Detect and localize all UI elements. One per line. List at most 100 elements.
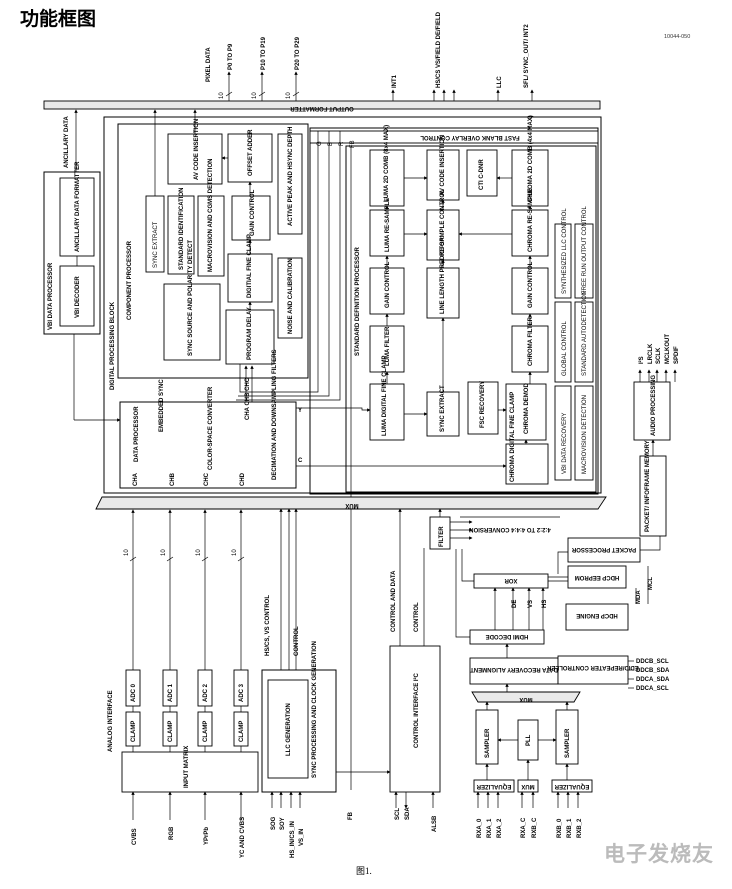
input-yc-cvbs: YC AND CVBS [240, 817, 246, 858]
sdp-luma-comb: LUMA 2D COMB (8x4 MAX) [384, 125, 390, 202]
sampler-a: SAMPLER [485, 728, 491, 758]
equalizer-a: EQUALIZER [476, 783, 511, 789]
ddcb-scl: DDCB_SCL [636, 659, 669, 665]
audio-processing: AUDIO PROCESSING [651, 375, 657, 436]
hdmi-hs: HS [542, 600, 548, 608]
sdp-line-length: LINE LENGTH PREDICTOR [440, 236, 446, 314]
llc-generation: LLC GENERATION [286, 703, 292, 756]
adc2: ADC 2 [203, 683, 209, 702]
sdp-luma-filter: LUMA FILTER [385, 326, 391, 366]
component-processor: COMPONENT PROCESSOR SYNC EXTRACT AV CODE… [117, 109, 309, 379]
rx-pin: RXA_2 [497, 818, 503, 838]
sfl-sync-label: SFL/ SYNC_OUT/ INT2 [524, 24, 530, 88]
sdp-chroma-demod: CHROMA DEMOD [524, 383, 530, 434]
sampler-b: SAMPLER [565, 728, 571, 758]
sdp-chroma-clamp: CHROMA DIGITAL FINE CLAMP [510, 392, 516, 482]
sdp-cti: CTI C-DNR [479, 159, 485, 190]
control-label: CONTROL [294, 626, 300, 656]
sync-clock-block: SYNC PROCESSING AND CLOCK GENERATION LLC… [261, 508, 391, 858]
cp-macrovision: MACROVISION AND CGMS DETECTION [208, 159, 214, 272]
audio-pin-i2s: I²S [638, 356, 645, 364]
rx-pin: RXA_1 [487, 818, 493, 838]
ancillary-formatter: ANCILLARY DATA FORMATTER [75, 161, 81, 252]
sdp-macro-det: MACROVISION DETECTION [582, 395, 588, 474]
clamp1: CLAMP [168, 721, 174, 742]
hdmi-eeprom: HDCP EEPROM [575, 574, 620, 580]
pin-sda: SDA [405, 807, 411, 820]
sdp-free-run: FREE RUN OUTPUT CONTROL [582, 205, 588, 294]
audio-pin-lrclk: LRCLK [648, 343, 654, 364]
clamp0: CLAMP [131, 721, 137, 742]
output-formatter-label: OUTPUT FORMATTER [290, 105, 354, 111]
hdmi-mux: MUX [519, 696, 532, 702]
sdp-luma-clamp: LUMA DIGITAL FINE CLAMP [382, 355, 388, 436]
r-label: R [339, 141, 345, 146]
input-ypbpr: YPrPb [204, 827, 210, 845]
sdp-synth-llc: SYNTHESIZED LLC CONTROL [562, 208, 568, 294]
audio-pin-sclk: SCLK [656, 347, 662, 364]
bus-width-label: 10 [161, 549, 167, 556]
audio-pin-spdif: SPDIF [674, 346, 680, 364]
clamp2: CLAMP [203, 721, 209, 742]
csc-label: COLOR-SPACE CONVERTER [208, 386, 214, 470]
audio-block: PACKET/ INFOFRAME MEMORY AUDIO PROCESSIN… [633, 334, 680, 551]
bus-width-label: 10 [124, 549, 130, 556]
cp-sync-extract: SYNC EXTRACT [153, 221, 159, 268]
control-interface-label: CONTROL INTERFACE I²C [413, 672, 420, 748]
sdp-fsc: FSC RECOVERY [480, 381, 486, 428]
rx-pin: RXA_0 [477, 818, 483, 838]
cha-label: CHA [133, 472, 139, 486]
bus-width-label: 10 [196, 549, 202, 556]
g-label: G [317, 141, 323, 146]
sdp-title: STANDARD DEFINITION PROCESSOR [355, 246, 361, 356]
sync-clock-title: SYNC PROCESSING AND CLOCK GENERATION [312, 641, 318, 778]
hdmi-vs: VS [528, 600, 534, 608]
cha-chb-chc-label: CHA CHB CHC [245, 377, 251, 420]
fb-label: FB [350, 140, 356, 148]
hs-cs-vs-control: HS/CS, VS CONTROL [265, 595, 271, 656]
adc3: ADC 3 [239, 683, 245, 702]
control-label-2: CONTROL [414, 602, 420, 632]
chd-label: CHD [240, 472, 246, 486]
fast-blank-label: FAST BLANK OVERLAY CONTROL [420, 134, 520, 140]
sdp-chroma-resample: CHROMA RE-SAMPLE [528, 188, 534, 252]
cp-program-delay: PROGRAM DELAY [247, 307, 253, 360]
cp-gain-control: GAIN CONTROL [250, 189, 256, 236]
p20-p29-label: P20 TO P29 [295, 36, 301, 70]
analog-interface: ANALOG INTERFACE 10 10 10 10 ADC 0 ADC 1… [108, 509, 259, 858]
packet-memory: PACKET/ INFOFRAME MEMORY [645, 440, 651, 532]
rx-pin: RXA_C [521, 817, 527, 838]
int1-label: INT1 [392, 74, 398, 88]
sdp-std-auto: STANDARD AUTODETECTION [582, 291, 588, 376]
equalizer-b: EQUALIZER [554, 783, 589, 789]
analog-interface-label: ANALOG INTERFACE [108, 690, 114, 752]
clamp3: CLAMP [239, 721, 245, 742]
fast-blank-area: FAST BLANK OVERLAY CONTROL G B R FB [236, 127, 599, 790]
bus-width-label: 10 [252, 92, 258, 99]
sdp-sync-extract: SYNC EXTRACT [440, 385, 446, 432]
input-matrix: INPUT MATRIX [184, 746, 190, 788]
ddca-sda: DDCA_SDA [636, 677, 670, 683]
sdp-global-ctrl: GLOBAL CONTROL [562, 321, 568, 376]
input-rgb: RGB [169, 826, 175, 840]
cp-sync-source: SYNC SOURCE AND POLARITY DETECT [188, 240, 194, 356]
hdmi-alignment: DATA RECOVERY ALIGNMENT [470, 666, 558, 672]
pin-alsb: ALSB [432, 815, 438, 832]
b-label: B [328, 142, 334, 146]
sync-pin-sog: SOG [271, 816, 277, 830]
hdmi-decode: HDMI DECODE [486, 633, 529, 639]
hdmi-receiver: FILTER 4:2:2 TO 4:4:4 CONVERSION PACKET … [429, 508, 670, 838]
sdp-chroma-gain: GAIN CONTROL [528, 261, 534, 308]
vbi-decoder: VBI DECODER [75, 276, 81, 318]
cp-noise: NOISE AND CALIBRATION [288, 258, 294, 334]
sdp-chroma-comb: CHROMA 2D COMB (4x4 MAX) [528, 115, 534, 202]
figure-caption: 图1. [356, 866, 372, 876]
fb-pin: FB [348, 811, 354, 820]
rx-pin: RXB_0 [557, 818, 563, 838]
hdmi-mcl: MCL [648, 577, 654, 590]
cp-av-code: AV CODE INSERTION [194, 119, 200, 180]
hdmi-filter: FILTER [439, 526, 445, 547]
cp-std-ident: STANDARD IDENTIFICATION [179, 188, 185, 270]
sync-pin-soy: SOY [280, 817, 286, 830]
watermark: 电子发烧友 [604, 843, 714, 866]
